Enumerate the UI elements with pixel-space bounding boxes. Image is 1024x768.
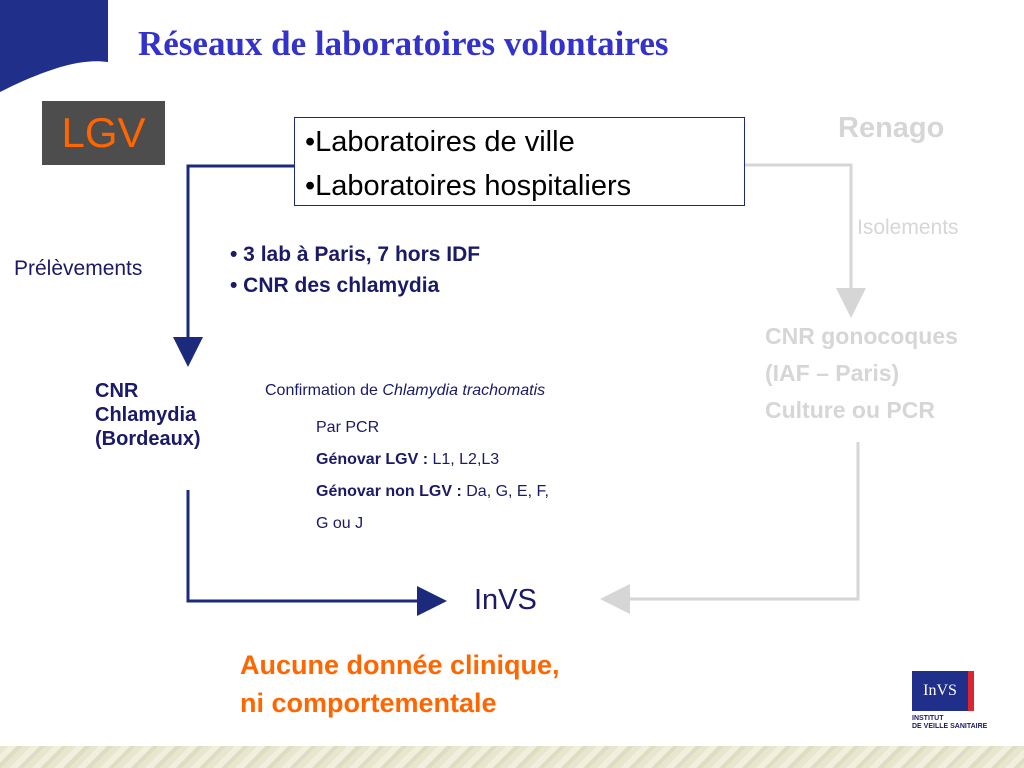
page-title: Réseaux de laboratoires volontaires [138,24,669,63]
cnr-line: (Bordeaux) [95,428,201,450]
detail-genovar-lgv: Génovar LGV : L1, L2,L3 [316,444,549,476]
logo-line: DE VEILLE SANITAIRE [912,723,988,730]
confirmation-prefix: Confirmation de [265,382,383,399]
confirmation-organism: Chlamydia trachomatis [382,382,546,399]
labs-item: •Laboratoires hospitaliers [305,170,632,202]
genovar-lgv-label: Génovar LGV : [316,451,433,468]
invs-logo: InVS INSTITUT DE VEILLE SANITAIRE [912,671,1002,733]
isolements-label: Isolements [857,216,959,239]
lgv-label: LGV [61,109,146,156]
arrow-to-invs-right [600,442,860,614]
gono-line: Culture ou PCR [765,397,935,423]
logo-mark: InVS [912,671,974,711]
genovar-non-lgv-values: Da, G, E, F, [466,483,549,500]
invs-node: InVS [474,584,537,616]
genovar-lgv-values: L1, L2,L3 [432,451,500,468]
lgv-box: LGV [42,101,165,165]
bullet-item: • 3 lab à Paris, 7 hors IDF [230,243,481,266]
logo-line: INSTITUT [912,715,944,722]
note-line: ni comportementale [240,688,497,718]
cnr-line: Chlamydia [95,404,197,426]
labs-box: •Laboratoires de ville •Laboratoires hos… [294,117,745,206]
lab-bullets: • 3 lab à Paris, 7 hors IDF • CNR des ch… [230,239,480,301]
flag-icon [0,0,108,92]
arrow-to-invs-left [186,490,447,616]
cnr-chlamydia-node: CNR Chlamydia (Bordeaux) [95,379,201,451]
arrow-prelevements [173,164,294,367]
cnr-gonocoques-node: CNR gonocoques (IAF – Paris) Culture ou … [765,318,958,429]
genovar-non-lgv-label: Génovar non LGV : [316,483,467,500]
gono-line: (IAF – Paris) [765,360,900,386]
labs-item: •Laboratoires de ville [305,126,575,158]
confirmation-details: Par PCR Génovar LGV : L1, L2,L3 Génovar … [316,412,549,540]
logo-text: INSTITUT DE VEILLE SANITAIRE [912,715,987,731]
prelevements-label: Prélèvements [14,257,143,280]
note-no-clinical-data: Aucune donnée clinique, ni comportementa… [240,646,560,722]
detail-genovar-non-lgv: Génovar non LGV : Da, G, E, F, [316,476,549,508]
detail-genovar-non-lgv-cont: G ou J [316,515,364,532]
bullet-item: • CNR des chlamydia [230,274,440,297]
arrow-isolements [745,163,866,318]
confirmation-text: Confirmation de Chlamydia trachomatis [265,382,545,400]
note-line: Aucune donnée clinique, [240,650,560,680]
renago-label: Renago [838,112,945,144]
detail-par-pcr: Par PCR [316,419,380,436]
cnr-line: CNR [95,380,139,402]
decorative-bottom-strip [0,746,1024,768]
gono-line: CNR gonocoques [765,323,958,349]
